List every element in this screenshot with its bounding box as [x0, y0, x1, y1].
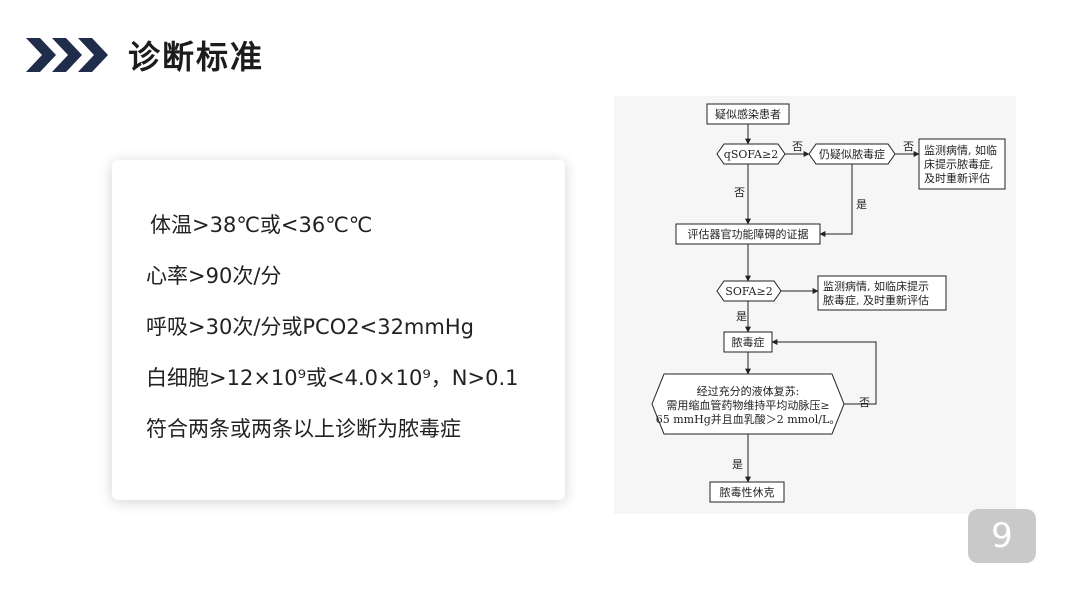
- monitor1-line3: 及时重新评估: [924, 171, 990, 185]
- label-no-qsofa-down: 否: [734, 186, 745, 199]
- label-no-suspect: 否: [903, 140, 914, 153]
- criteria-item-respiration: 呼吸>30次/分或PCO2<32mmHg: [146, 315, 474, 339]
- arrow-resuscitation-sepsis: [771, 339, 877, 405]
- criteria-item-temperature: 体温>38℃或<36℃℃: [150, 213, 373, 237]
- page-number-badge: 9: [968, 509, 1036, 563]
- monitor2-line1: 监测病情, 如临床提示: [823, 279, 929, 293]
- label-yes-resuscitation: 是: [732, 458, 743, 471]
- still-suspect-label: 仍疑似脓毒症: [819, 147, 885, 161]
- monitor1-line1: 监测病情, 如临: [924, 143, 997, 157]
- qsofa-label: qSOFA≥2: [724, 148, 778, 161]
- monitor2-line2: 脓毒症, 及时重新评估: [823, 293, 929, 307]
- monitor1-line2: 床提示脓毒症,: [924, 157, 994, 171]
- label-no-qsofa: 否: [792, 140, 803, 153]
- label-yes-suspect: 是: [856, 198, 867, 211]
- resuscitation-line3: 65 mmHg并且血乳酸＞2 mmol/L。: [656, 412, 841, 426]
- arrow-suspect-evaluate: [819, 164, 853, 237]
- monitor1-box: [918, 138, 1006, 190]
- sofa-label: SOFA≥2: [725, 285, 772, 298]
- page-title: 诊断标准: [128, 38, 265, 76]
- sepsis-label: 脓毒症: [732, 335, 765, 349]
- criteria-item-wbc: 白细胞>12×10⁹或<4.0×10⁹，N>0.1: [146, 366, 519, 390]
- criteria-item-conclusion: 符合两条或两条以上诊断为脓毒症: [146, 417, 461, 441]
- flowchart-canvas: 疑似感染患者 qSOFA≥2 仍疑似脓毒症 监测病情, 如临 床提示脓毒症, 及…: [651, 103, 1006, 503]
- label-no-resuscitation: 否: [859, 396, 870, 409]
- shock-label: 脓毒性休克: [720, 485, 775, 499]
- triple-chevron-icon: [26, 38, 108, 72]
- resuscitation-line1: 经过充分的液体复苏:: [697, 384, 800, 398]
- evaluate-label: 评估器官功能障碍的证据: [688, 227, 809, 241]
- criteria-card: [112, 160, 565, 500]
- sepsis-flowchart: 疑似感染患者 qSOFA≥2 仍疑似脓毒症 监测病情, 如临 床提示脓毒症, 及…: [614, 96, 1016, 514]
- label-yes-sofa: 是: [736, 310, 747, 323]
- start-label: 疑似感染患者: [715, 107, 781, 121]
- criteria-item-heart-rate: 心率>90次/分: [146, 264, 282, 288]
- criteria-list: 体温>38℃或<36℃℃ 心率>90次/分 呼吸>30次/分或PCO2<32mm…: [146, 212, 518, 467]
- resuscitation-line2: 需用缩血管药物维持平均动脉压≥: [666, 398, 829, 412]
